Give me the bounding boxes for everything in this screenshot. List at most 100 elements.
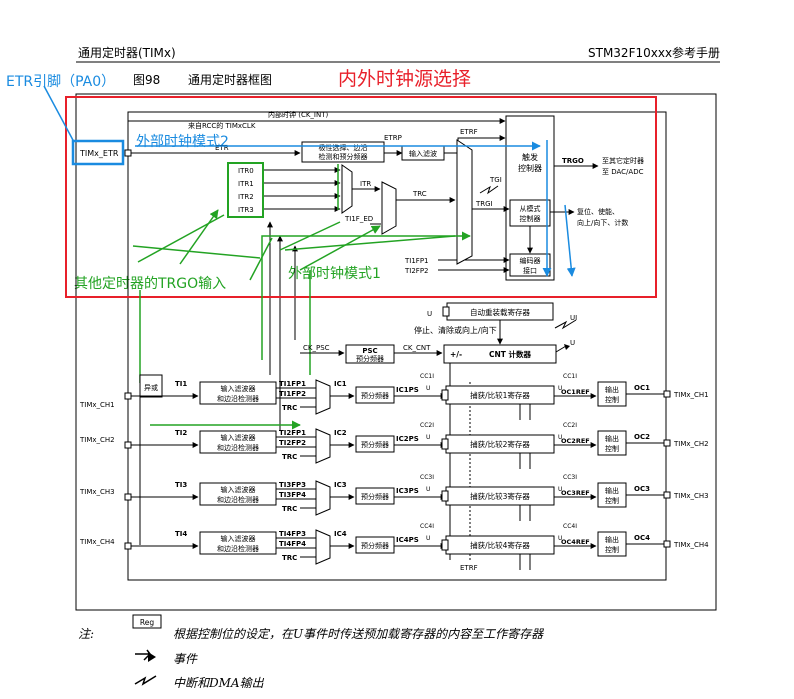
ch2-fp-a: TI2FP1 [279, 429, 306, 437]
ch2-output-label: TIMx_CH2 [673, 440, 709, 448]
ch3-ic-label: IC3 [334, 481, 347, 489]
ch4-filter-line1: 输入滤波器 [221, 534, 256, 543]
ch2-input-label: TIMx_CH2 [79, 436, 115, 444]
ch1-filter-line1: 输入滤波器 [221, 384, 256, 393]
trigger-ctrl-line2: 控制器 [518, 163, 542, 173]
xor-label: 异或 [144, 383, 158, 392]
ti1fp1-label: TI1FP1 [404, 257, 429, 265]
ch3-filter-box [199, 482, 277, 506]
ch1-icps-label: IC1PS [396, 386, 419, 394]
polarity-line2: 检测和预分频器 [319, 152, 368, 161]
trigger-mux [456, 139, 473, 265]
ch3-ti-label: TI3 [175, 481, 187, 489]
stop-text: 停止、清除或向上/向下 [414, 325, 497, 335]
ch3-u-right: U [558, 486, 562, 493]
annotation-etr-pin: ETR引脚（PA0） [6, 74, 116, 90]
ch4-input-pin [124, 542, 132, 550]
ch4-ti-label: TI4 [175, 530, 187, 538]
annotation-title: 内外时钟源选择 [338, 68, 472, 90]
slave-out-line1: 复位、使能、 [577, 207, 619, 216]
itr3-label: ITR3 [238, 206, 254, 214]
polarity-block [301, 141, 385, 163]
legend-irq-text: 中断和DMA输出 [173, 676, 264, 690]
itr0-label: ITR0 [238, 167, 254, 175]
ch4-filter-line2: 和边沿检测器 [217, 544, 259, 553]
updown-label: +/- [450, 350, 462, 359]
ch1-u-left: U [426, 385, 430, 392]
ch4-out-ctrl-line1: 输出 [605, 535, 619, 544]
ui-label: UI [570, 314, 577, 322]
ti2fp2-label: TI2FP2 [404, 267, 429, 275]
ch4-u-left: U [426, 535, 430, 542]
ch3-cci-left: CC3I [420, 474, 434, 481]
psc-box [345, 344, 395, 364]
header-left: 通用定时器(TIMx) [78, 46, 176, 60]
ch4-cci-left: CC4I [420, 523, 434, 530]
etr-label: ETR [215, 144, 229, 152]
psc-line2: 预分频器 [356, 354, 384, 363]
figure-frame [75, 93, 717, 611]
ch2-out-ctrl-line2: 控制 [605, 444, 619, 453]
ch3-out-ctrl-line2: 控制 [605, 496, 619, 505]
ch1-ti-label: TI1 [175, 380, 187, 388]
ch4-ic-mux [315, 529, 331, 565]
ch2-u-right: U [558, 434, 562, 441]
etr-pointer [43, 85, 75, 143]
int-clk-label: 内部时钟 (CK_INT) [268, 110, 329, 119]
figure-number: 图98 [133, 73, 161, 87]
ch4-output-label: TIMx_CH4 [673, 541, 709, 549]
rcc-clk-label: 来自RCC的 TIMxCLK [188, 121, 256, 130]
ch2-out-ctrl-line1: 输出 [605, 434, 619, 443]
ch4-filter-box [199, 531, 277, 555]
ch3-output-pin [663, 491, 671, 499]
channel-rows: TIMx_CH1TI1输入滤波器和边沿检测器TI1FP1TI1FP2TRCIC1… [79, 373, 709, 570]
ch4-icps-label: IC4PS [396, 536, 419, 544]
ch2-ocref-label: OC2REF [561, 437, 590, 445]
polarity-line1: 极性选择、边沿 [319, 143, 368, 152]
cnt-label: CNT 计数器 [489, 349, 532, 359]
ch1-oc-label: OC1 [634, 384, 650, 392]
ch4-out-ctrl-box [597, 531, 627, 557]
u-label-cnt: U [570, 339, 575, 347]
ch1-ic-label: IC1 [334, 380, 347, 388]
trc-mux [381, 181, 397, 235]
ch3-input-pin [124, 493, 132, 501]
ch1-out-ctrl-line1: 输出 [605, 385, 619, 394]
ch1-cci-left: CC1I [420, 373, 434, 380]
ch2-ti-label: TI2 [175, 429, 187, 437]
ch1-out-ctrl-box [597, 381, 627, 407]
ch3-input-label: TIMx_CH3 [79, 488, 115, 496]
ch4-ocref-label: OC4REF [561, 538, 590, 546]
itr-mux [341, 164, 353, 214]
trgo-dest-line1: 至其它定时器 [602, 156, 644, 165]
etr-highlight [71, 139, 125, 166]
annotation-other-trgo: 其他定时器的TRGO输入 [74, 276, 227, 292]
ch3-trc: TRC [282, 505, 297, 513]
legend-event-text: 事件 [173, 652, 198, 666]
ch1-input-pin [124, 392, 132, 400]
ch4-prescaler-box [355, 536, 395, 554]
ch1-output-label: TIMx_CH1 [673, 391, 709, 399]
etrp-label: ETRP [384, 134, 402, 142]
ch4-prescaler-label: 预分频器 [361, 541, 389, 550]
ch2-output-pin [663, 439, 671, 447]
slave-out-line2: 向上/向下、计数 [577, 218, 628, 227]
ch2-filter-line2: 和边沿检测器 [217, 443, 259, 452]
ext-mode1-path [261, 231, 471, 360]
header-right: STM32F10xxx参考手册 [588, 46, 721, 60]
ch3-icps-label: IC3PS [396, 487, 419, 495]
ck-cnt-label: CK_CNT [403, 344, 431, 352]
encoder-box [509, 253, 551, 277]
itr-label: ITR [360, 180, 371, 188]
legend-reg-text: 根据控制位的设定，在U事件时传送预加载寄存器的内容至工作寄存器 [173, 627, 544, 641]
ch1-ic-mux [315, 379, 331, 415]
trgo-label: TRGO [562, 157, 584, 165]
ch2-filter-box [199, 430, 277, 454]
figure-title: 通用定时器框图 [188, 73, 273, 87]
encoder-line2: 接口 [523, 266, 537, 275]
ch3-u-left: U [426, 486, 430, 493]
legend-reg: Reg [140, 618, 154, 627]
etr-pin [124, 149, 132, 157]
ch1-filter-line2: 和边沿检测器 [217, 394, 259, 403]
